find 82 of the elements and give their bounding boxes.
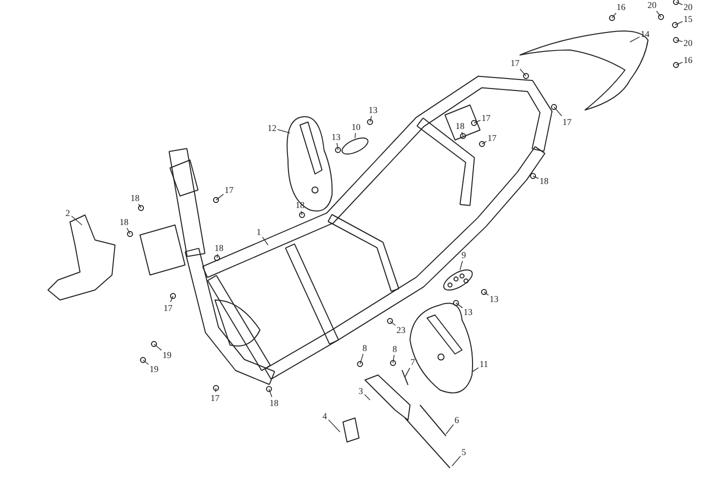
- leader-line: [656, 10, 662, 18]
- callout-number: 19: [150, 364, 158, 374]
- callout-number: 14: [640, 29, 650, 39]
- callout-number: 13: [464, 307, 472, 317]
- leader-line: [520, 68, 526, 76]
- callout-number: 18: [130, 193, 140, 203]
- leader-line: [390, 320, 396, 326]
- callout-number: 7: [410, 357, 415, 367]
- callout-number: 18: [214, 243, 224, 253]
- leader-line: [674, 21, 683, 26]
- callout-number: 20: [648, 0, 656, 10]
- callout-number: 5: [462, 447, 466, 457]
- callout-number: 16: [684, 55, 692, 65]
- callout-number: 13: [332, 132, 340, 142]
- callout-number: 3: [358, 386, 363, 396]
- callout-number: 20: [684, 38, 692, 48]
- leader-line: [216, 254, 218, 258]
- leader-line: [126, 228, 130, 234]
- leader-line: [215, 388, 216, 392]
- callout-number: 11: [480, 359, 488, 369]
- callout-number: 18: [270, 398, 278, 408]
- callout-number: 1: [256, 227, 261, 237]
- leader-line: [154, 344, 162, 351]
- leader-line: [300, 210, 302, 216]
- leader-line: [474, 120, 481, 124]
- callout-number: 10: [352, 122, 360, 132]
- leader-line: [676, 62, 683, 66]
- callout-number: 17: [488, 133, 496, 143]
- callout-number: 17: [224, 185, 234, 195]
- leader-line: [142, 360, 149, 365]
- callout-number: 17: [562, 117, 572, 127]
- callout-number: 19: [162, 350, 172, 360]
- leader-line: [630, 36, 640, 42]
- leader-line: [71, 216, 82, 226]
- leader-line: [460, 260, 463, 270]
- leader-line: [461, 132, 464, 136]
- callout-number: 18: [456, 121, 464, 131]
- leader-line: [404, 368, 410, 378]
- callout-number: 4: [322, 411, 327, 421]
- leader-line: [676, 40, 683, 42]
- callout-number: 13: [490, 294, 498, 304]
- callout-number: 6: [454, 415, 459, 425]
- leader-line: [456, 302, 463, 308]
- leader-line: [472, 367, 479, 372]
- leader-line: [532, 176, 539, 179]
- callout-number: 8: [362, 343, 367, 353]
- leader-line: [328, 419, 340, 432]
- leader-line: [364, 394, 370, 400]
- leader-line: [138, 204, 142, 208]
- leader-line: [392, 354, 395, 364]
- leader-line: [676, 2, 683, 6]
- callout-number: 18: [296, 200, 304, 210]
- callout-number: 17: [482, 113, 490, 123]
- callout-number: 23: [396, 325, 406, 335]
- callout-number: 12: [268, 123, 276, 133]
- callout-number: 2: [66, 208, 70, 218]
- leader-line: [354, 132, 356, 138]
- leader-line: [216, 194, 224, 200]
- leader-line: [482, 140, 487, 144]
- leader-line: [360, 354, 364, 364]
- callout-number: 13: [368, 105, 378, 115]
- callout-number: 17: [210, 393, 220, 403]
- leader-line: [268, 388, 272, 398]
- callout-number: 20: [684, 2, 692, 12]
- leader-line: [277, 129, 290, 134]
- leader-line: [446, 424, 454, 434]
- leader-line: [336, 142, 338, 150]
- callout-number: 9: [462, 250, 466, 260]
- callout-number: 15: [684, 14, 692, 24]
- leader-line: [262, 236, 268, 246]
- callout-number: 16: [616, 2, 626, 12]
- callout-number: 17: [510, 58, 520, 68]
- callout-number: 18: [540, 176, 548, 186]
- leader-line: [452, 456, 461, 466]
- leader-line: [170, 296, 174, 302]
- leader-line: [370, 116, 372, 122]
- callout-number: 17: [164, 303, 172, 313]
- callout-number: 8: [392, 344, 397, 354]
- leader-line: [612, 12, 616, 18]
- leader-line: [554, 106, 562, 116]
- callout-number: 18: [120, 217, 128, 227]
- leader-line: [484, 292, 489, 296]
